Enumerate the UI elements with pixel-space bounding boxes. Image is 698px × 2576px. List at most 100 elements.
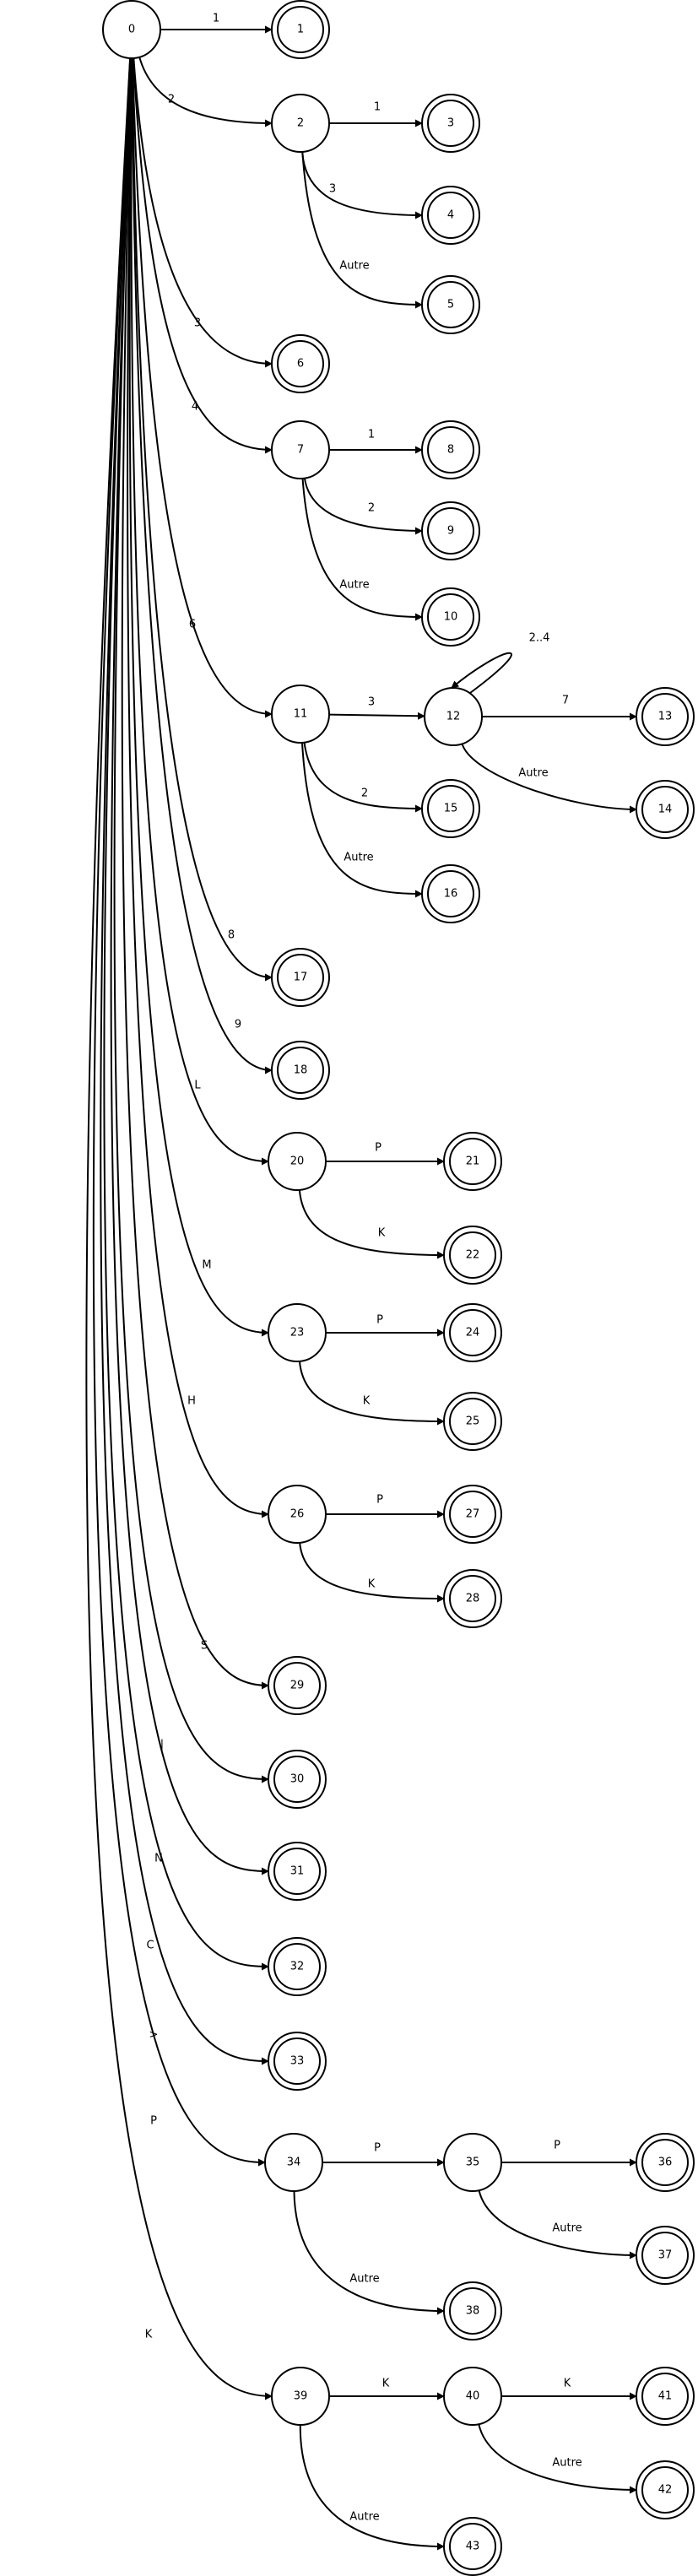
- transition-label: 2: [168, 94, 175, 106]
- state-27: 27: [443, 1485, 502, 1544]
- accepting-ring: [641, 786, 689, 833]
- transition-label: Autre: [344, 852, 373, 864]
- state-label: 29: [290, 1680, 305, 1692]
- state-4: 4: [421, 186, 480, 245]
- accepting-ring: [449, 1138, 496, 1185]
- transition-arrow: [451, 652, 512, 694]
- transition-arrow: [299, 1542, 445, 1603]
- state-label: 27: [466, 1508, 480, 1521]
- transition-label: P: [376, 1314, 383, 1327]
- state-label: 39: [294, 2390, 308, 2403]
- state-circle: [443, 1226, 502, 1285]
- state-circle: [443, 1303, 502, 1362]
- transition-arrow: [132, 57, 273, 454]
- transition-2-to-3: 1: [329, 101, 423, 127]
- state-39: 39: [271, 2367, 330, 2426]
- transition-0-to-26: H: [127, 57, 269, 1518]
- state-label: 37: [658, 2249, 673, 2262]
- state-circle: [102, 0, 161, 59]
- state-circle: [421, 864, 480, 923]
- state-circle: [271, 420, 330, 479]
- transition-0-to-31: N: [110, 57, 269, 1875]
- state-circle: [424, 687, 483, 746]
- transition-arrow: [301, 151, 423, 309]
- state-circle: [636, 2133, 695, 2192]
- transition-label: P: [375, 1142, 381, 1155]
- state-label: 18: [294, 1064, 308, 1077]
- state-label: 23: [290, 1327, 305, 1339]
- transition-arrow: [303, 742, 423, 813]
- transition-label: K: [368, 1578, 376, 1591]
- transition-0-to-6: 3: [133, 57, 273, 368]
- accepting-ring: [427, 593, 474, 641]
- state-circle: [443, 1569, 502, 1628]
- transition-label: K: [145, 2329, 153, 2341]
- transition-40-to-41: K: [501, 2378, 637, 2400]
- transition-arrow: [131, 57, 273, 982]
- transition-39-to-40: K: [329, 2378, 445, 2400]
- accepting-ring: [449, 1491, 496, 1538]
- state-label: 34: [287, 2157, 301, 2169]
- accepting-ring: [273, 1848, 321, 1895]
- state-circle: [636, 2367, 695, 2426]
- accepting-ring: [641, 2232, 689, 2279]
- accepting-ring: [641, 693, 689, 740]
- state-circle: [443, 2367, 502, 2426]
- transition-label: K: [363, 1395, 371, 1408]
- state-circle: [268, 1842, 327, 1901]
- state-43: 43: [443, 2517, 502, 2576]
- state-label: 0: [128, 24, 135, 36]
- transition-label: K: [378, 1227, 386, 1240]
- transition-label: P: [376, 1494, 383, 1507]
- transition-label: Autre: [552, 2222, 582, 2235]
- transition-arrow: [100, 57, 269, 2065]
- transition-0-to-1: 1: [160, 13, 273, 34]
- state-circle: [421, 420, 480, 479]
- transition-26-to-27: P: [326, 1494, 445, 1518]
- transition-label: 6: [189, 619, 196, 631]
- state-circle: [271, 1041, 330, 1100]
- state-label: 12: [446, 711, 461, 723]
- transition-label: H: [187, 1395, 196, 1408]
- state-circle: [271, 334, 330, 393]
- transitions-layer: 1213Autre3412Autre632..47Autre2Autre89LP…: [85, 13, 637, 2551]
- transition-label: P: [554, 2140, 560, 2152]
- transition-7-to-8: 1: [329, 429, 423, 454]
- transition-arrow: [300, 742, 423, 898]
- state-label: 28: [466, 1593, 480, 1605]
- transition-label: Autre: [552, 2457, 582, 2470]
- accepting-ring: [641, 2466, 689, 2514]
- transition-arrow: [303, 478, 423, 535]
- state-41: 41: [636, 2367, 695, 2426]
- state-circle: [268, 1303, 327, 1362]
- transition-0-to-20: L: [130, 57, 269, 1166]
- state-33: 33: [268, 2032, 327, 2091]
- state-label: 31: [290, 1865, 305, 1878]
- transition-0-to-23: M: [128, 57, 269, 1337]
- state-13: 13: [636, 687, 695, 746]
- accepting-ring: [277, 6, 324, 53]
- state-circle: [443, 2281, 502, 2341]
- state-label: 11: [294, 708, 308, 721]
- transition-2-to-5: Autre: [301, 151, 423, 309]
- transition-arrow: [461, 744, 637, 814]
- transition-11-to-16: Autre: [300, 742, 423, 898]
- state-label: 33: [290, 2055, 305, 2068]
- state-34: 34: [264, 2133, 323, 2192]
- accepting-ring: [427, 785, 474, 832]
- transition-label: L: [194, 1080, 201, 1092]
- state-6: 6: [271, 334, 330, 393]
- state-label: 35: [466, 2157, 480, 2169]
- state-label: 3: [447, 117, 454, 130]
- accepting-ring: [273, 1943, 321, 1990]
- state-label: 7: [297, 444, 304, 457]
- accepting-ring: [449, 1575, 496, 1622]
- state-20: 20: [268, 1132, 327, 1191]
- transition-0-to-30: |: [113, 57, 269, 1783]
- state-label: 1: [297, 24, 304, 36]
- state-26: 26: [268, 1485, 327, 1544]
- transition-label: 3: [368, 696, 375, 709]
- transition-7-to-10: Autre: [301, 478, 423, 621]
- transition-0-to-18: 9: [131, 57, 273, 1074]
- accepting-ring: [277, 954, 324, 1001]
